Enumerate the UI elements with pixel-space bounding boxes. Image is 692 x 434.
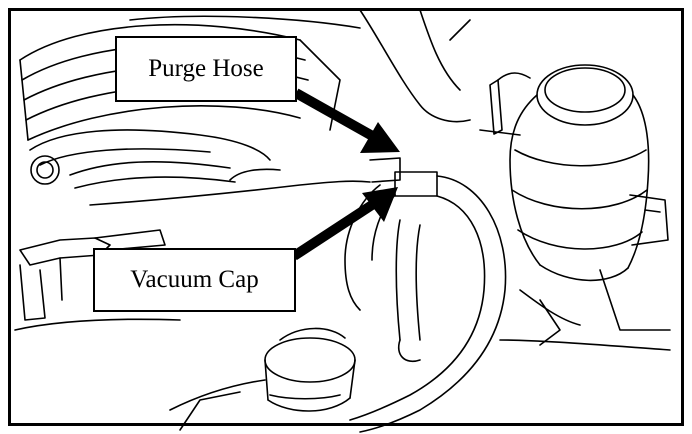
vacuum-cap-label-text: Vacuum Cap	[130, 266, 258, 294]
vacuum-cap-label: Vacuum Cap	[93, 248, 296, 312]
purge-hose-label-text: Purge Hose	[148, 55, 264, 83]
purge-hose-arrow	[296, 93, 400, 153]
body-contour-line	[90, 181, 370, 205]
bracket-edge	[360, 10, 470, 122]
purge-hose-label: Purge Hose	[115, 36, 297, 102]
purge-hose-tube	[270, 176, 506, 432]
lower-cap	[170, 328, 355, 430]
bracket-edge-2	[420, 10, 460, 90]
